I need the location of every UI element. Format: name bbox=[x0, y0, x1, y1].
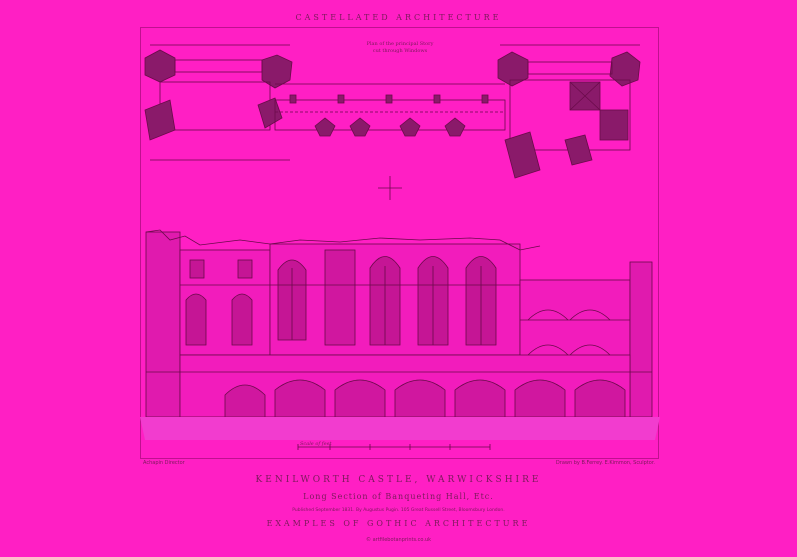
plate-subtitle: Long Section of Banqueting Hall, Etc. bbox=[303, 492, 494, 501]
floor-plan bbox=[144, 44, 641, 179]
plate-title: KENILWORTH CASTLE, WARWICKSHIRE bbox=[255, 475, 542, 485]
hall-bays bbox=[289, 94, 489, 137]
plan-caption: Plan of the principal Story cut through … bbox=[330, 41, 470, 55]
ruin-skyline bbox=[145, 229, 541, 251]
hall-outline bbox=[274, 99, 506, 131]
scale-bar bbox=[297, 444, 491, 450]
right-bastion-2 bbox=[564, 134, 593, 166]
section-elevation bbox=[140, 229, 660, 440]
left-tower-2 bbox=[261, 54, 293, 89]
plate-frame bbox=[140, 27, 659, 459]
window-mullions bbox=[180, 266, 520, 345]
plate-header: CASTELLATED ARCHITECTURE bbox=[295, 13, 502, 22]
credit-right: Drawn by B.Ferrey. E.Kimmon, Sculptor. bbox=[555, 460, 655, 466]
plan-caption-line1: Plan of the principal Story bbox=[366, 41, 434, 47]
left-wing bbox=[159, 81, 271, 131]
right-room-2 bbox=[599, 109, 629, 141]
right-wall-top bbox=[527, 61, 613, 75]
left-buttress bbox=[144, 99, 176, 141]
left-tower-1 bbox=[144, 49, 176, 83]
left-ruin-wall bbox=[145, 231, 181, 418]
right-tower-2 bbox=[609, 51, 641, 87]
compass-icon bbox=[378, 176, 402, 200]
scale-label: Scale of feet bbox=[300, 441, 332, 447]
plan-caption-line2: cut through Windows bbox=[372, 48, 428, 54]
upper-windows bbox=[185, 249, 497, 346]
left-buttress-2 bbox=[257, 97, 283, 129]
website-credit: © artfilebotanprints.co.uk bbox=[365, 537, 432, 543]
right-bastion bbox=[504, 131, 541, 179]
series-title: EXAMPLES OF GOTHIC ARCHITECTURE bbox=[266, 519, 531, 528]
ground-rubble bbox=[140, 417, 660, 440]
left-wall-top bbox=[174, 59, 263, 73]
credit-left: Achapin Director bbox=[143, 460, 185, 466]
right-ruin-wall bbox=[629, 261, 653, 418]
undercroft-arches bbox=[224, 379, 626, 418]
cloister-arches bbox=[520, 309, 630, 356]
publisher-line: Published September 1831. By Augustus Pu… bbox=[292, 508, 505, 513]
right-tower-1 bbox=[497, 51, 529, 87]
